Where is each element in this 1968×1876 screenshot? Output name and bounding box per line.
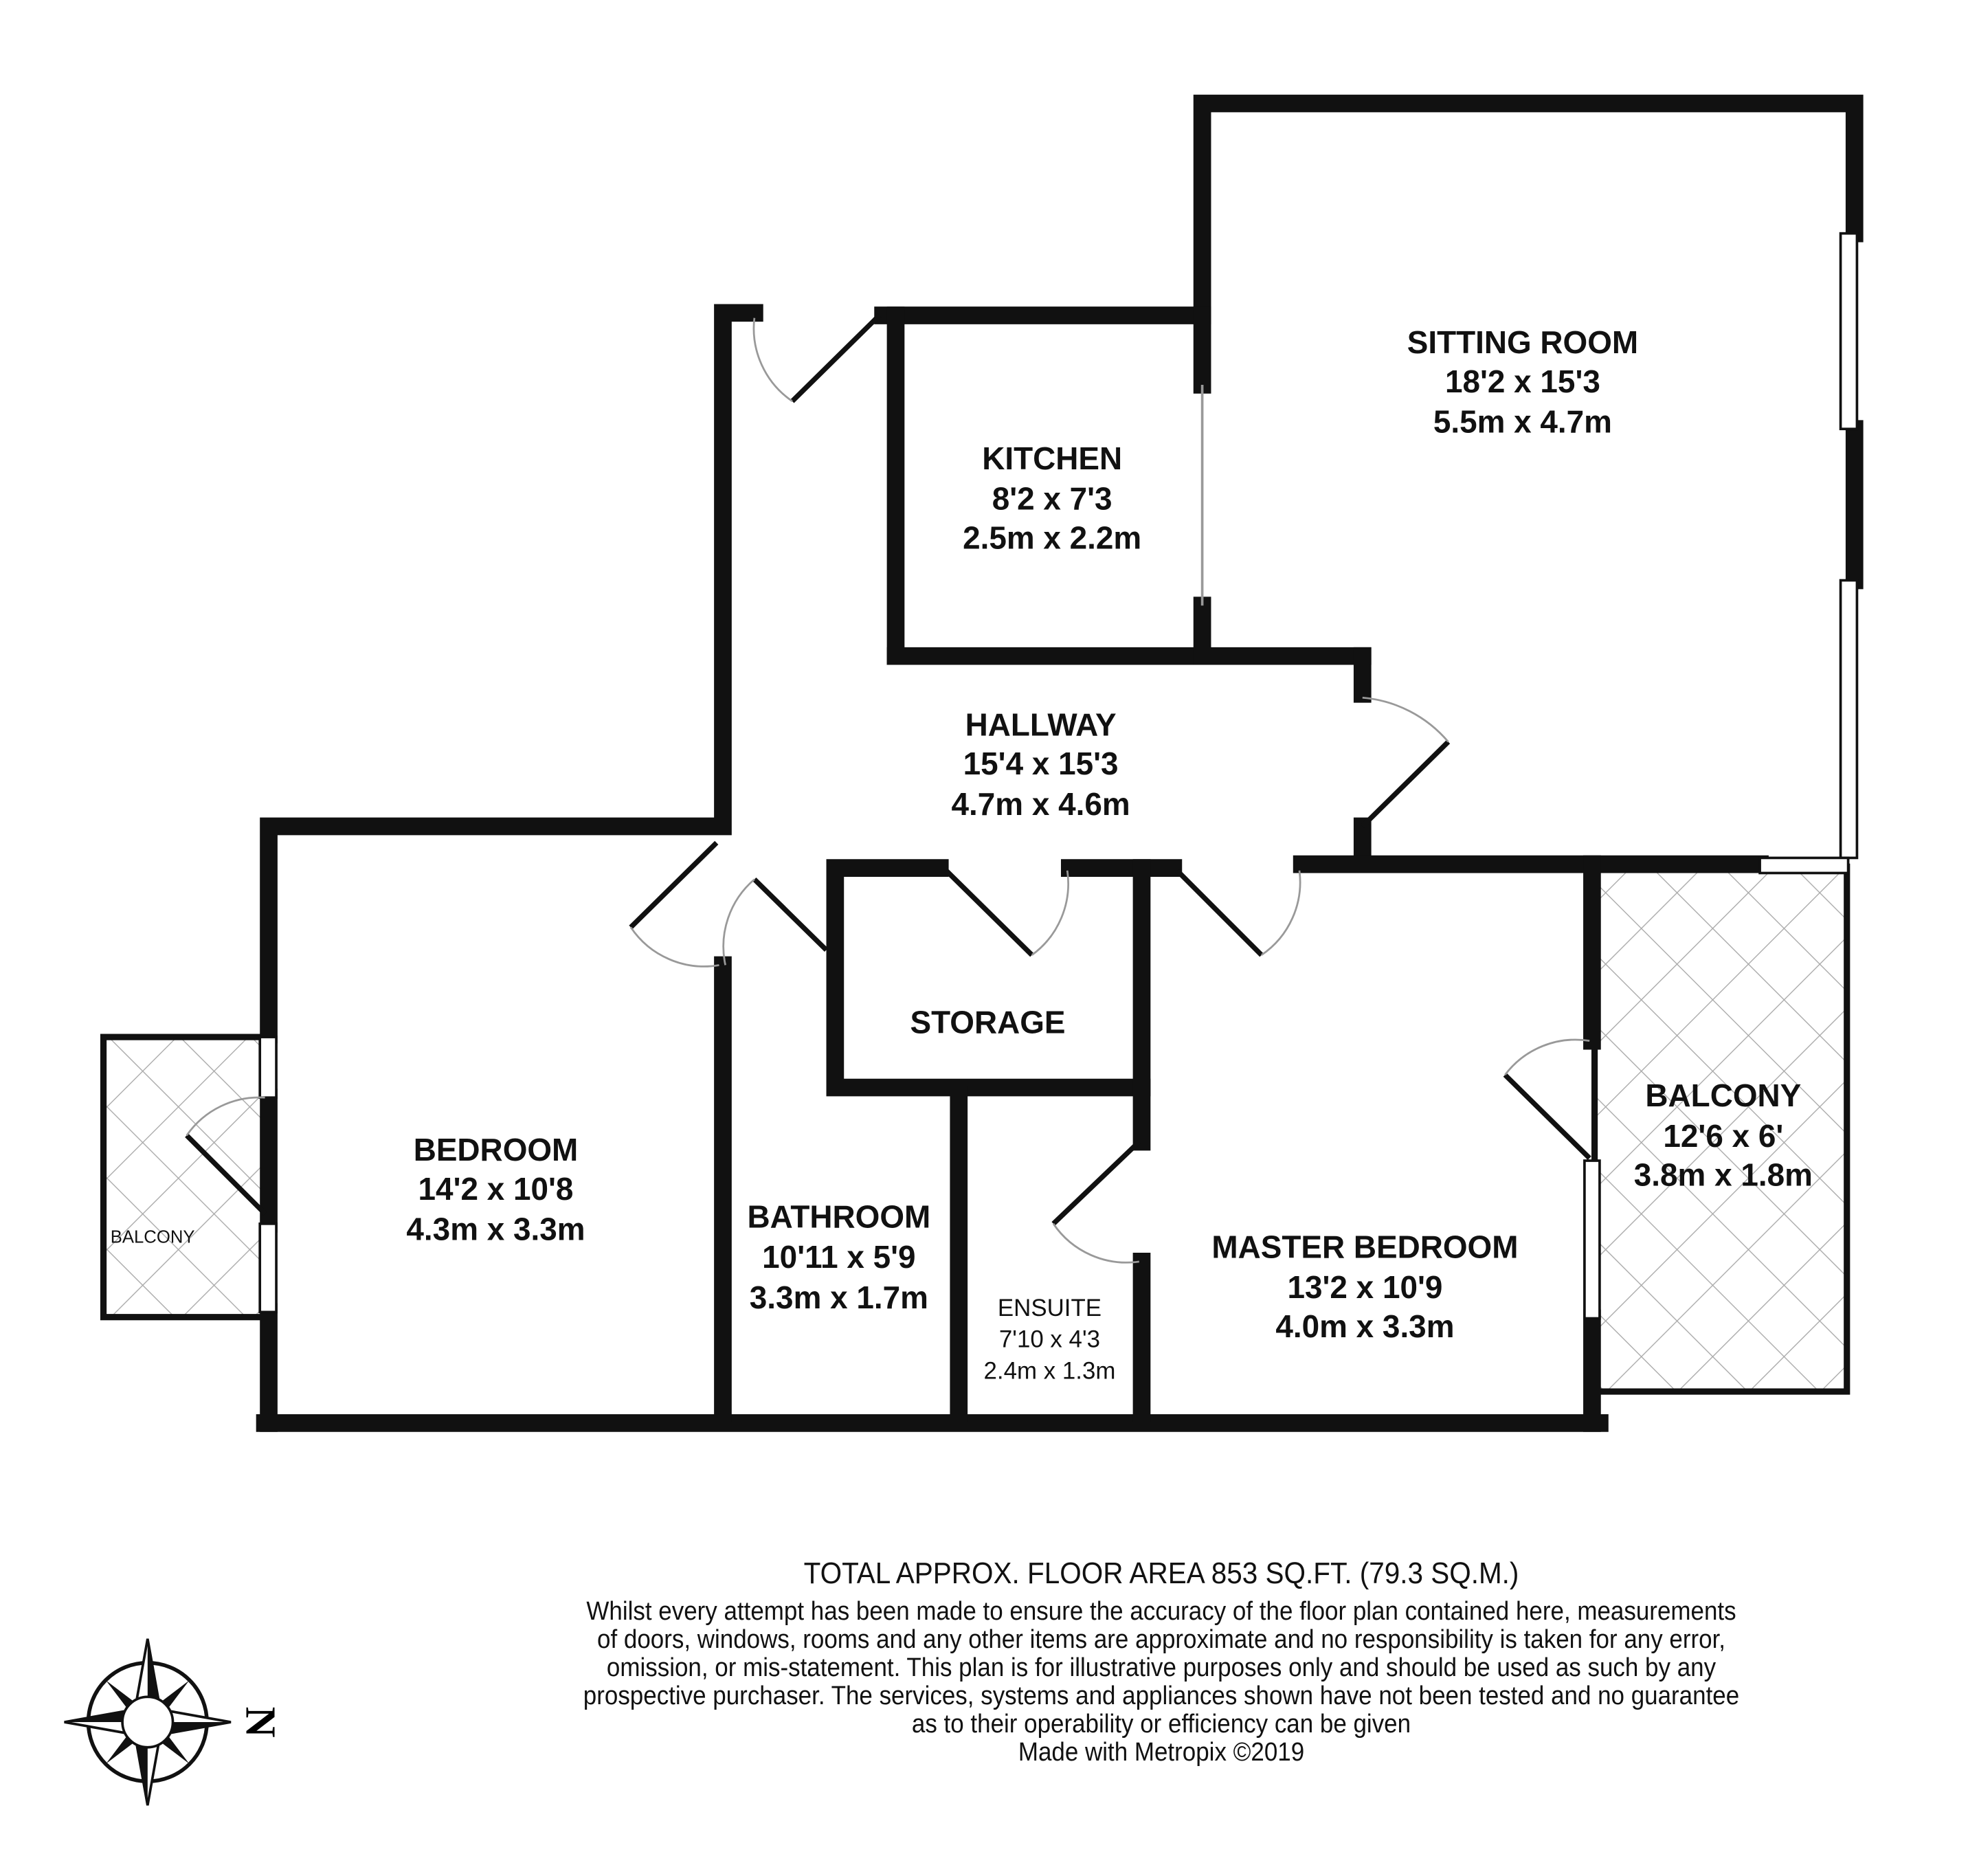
room-metric: 4.0m x 3.3m [1275,1308,1454,1344]
room-name: MASTER BEDROOM [1211,1229,1518,1264]
room-metric: 2.5m x 2.2m [963,520,1141,556]
room-name: SITTING ROOM [1407,324,1638,360]
room-imperial: 10'11 x 5'9 [762,1239,915,1275]
total-floor-area: TOTAL APPROX. FLOOR AREA 853 SQ.FT. (79.… [803,1556,1519,1590]
room-storage: STORAGE [910,1005,1065,1040]
room-name: BATHROOM [748,1198,931,1234]
disclaimer-line: as to their operability or efficiency ca… [911,1710,1411,1739]
room-imperial: 7'10 x 4'3 [999,1326,1100,1353]
room-name: ENSUITE [998,1295,1102,1321]
room-name: STORAGE [910,1005,1065,1040]
room-metric: 5.5m x 4.7m [1433,404,1612,440]
disclaimer: Whilst every attempt has been made to en… [561,1598,1762,1767]
room-name: KITCHEN [982,440,1122,476]
room-balcony: BALCONY 12'6 x 6' 3.8m x 1.8m [1634,1077,1813,1193]
room-kitchen: KITCHEN 8'2 x 7'3 2.5m x 2.2m [963,440,1141,556]
room-imperial: 13'2 x 10'9 [1287,1269,1442,1305]
room-master-bedroom: MASTER BEDROOM 13'2 x 10'9 4.0m x 3.3m [1211,1229,1518,1344]
doors [185,313,1591,1264]
credit: Made with Metropix ©2019 [1018,1738,1305,1767]
compass-icon [64,1638,232,1806]
room-imperial: 8'2 x 7'3 [992,481,1112,517]
disclaimer-line: Whilst every attempt has been made to en… [586,1597,1736,1626]
room-bedroom: BEDROOM 14'2 x 10'8 4.3m x 3.3m [406,1132,585,1247]
disclaimer-line: omission, or mis-statement. This plan is… [606,1653,1717,1682]
compass-north-label: N [236,1706,284,1737]
balcony-area [1591,863,1850,1395]
windows [258,232,1859,1320]
room-metric: 2.4m x 1.3m [984,1358,1116,1385]
small-balcony-label: BALCONY [111,1227,195,1247]
room-hallway: HALLWAY 15'4 x 15'3 4.7m x 4.6m [952,706,1130,822]
disclaimer-line: prospective purchaser. The services, sys… [583,1682,1740,1710]
room-metric: 4.3m x 3.3m [406,1211,585,1247]
room-name: HALLWAY [965,706,1117,742]
disclaimer-line: of doors, windows, rooms and any other i… [597,1625,1725,1654]
room-sitting-room: SITTING ROOM 18'2 x 15'3 5.5m x 4.7m [1407,324,1638,440]
room-imperial: 14'2 x 10'8 [418,1171,574,1207]
room-metric: 3.8m x 1.8m [1634,1157,1813,1193]
room-ensuite: ENSUITE 7'10 x 4'3 2.4m x 1.3m [984,1295,1116,1385]
room-name: BEDROOM [414,1132,579,1168]
room-metric: 4.7m x 4.6m [952,786,1130,822]
room-name: BALCONY [1645,1077,1801,1113]
room-imperial: 18'2 x 15'3 [1445,364,1600,399]
room-metric: 3.3m x 1.7m [750,1280,928,1315]
room-bathroom: BATHROOM 10'11 x 5'9 3.3m x 1.7m [748,1198,931,1315]
room-imperial: 12'6 x 6' [1663,1118,1783,1154]
walls [256,94,1864,1432]
room-imperial: 15'4 x 15'3 [963,746,1119,781]
small-balcony-area [100,1034,271,1321]
